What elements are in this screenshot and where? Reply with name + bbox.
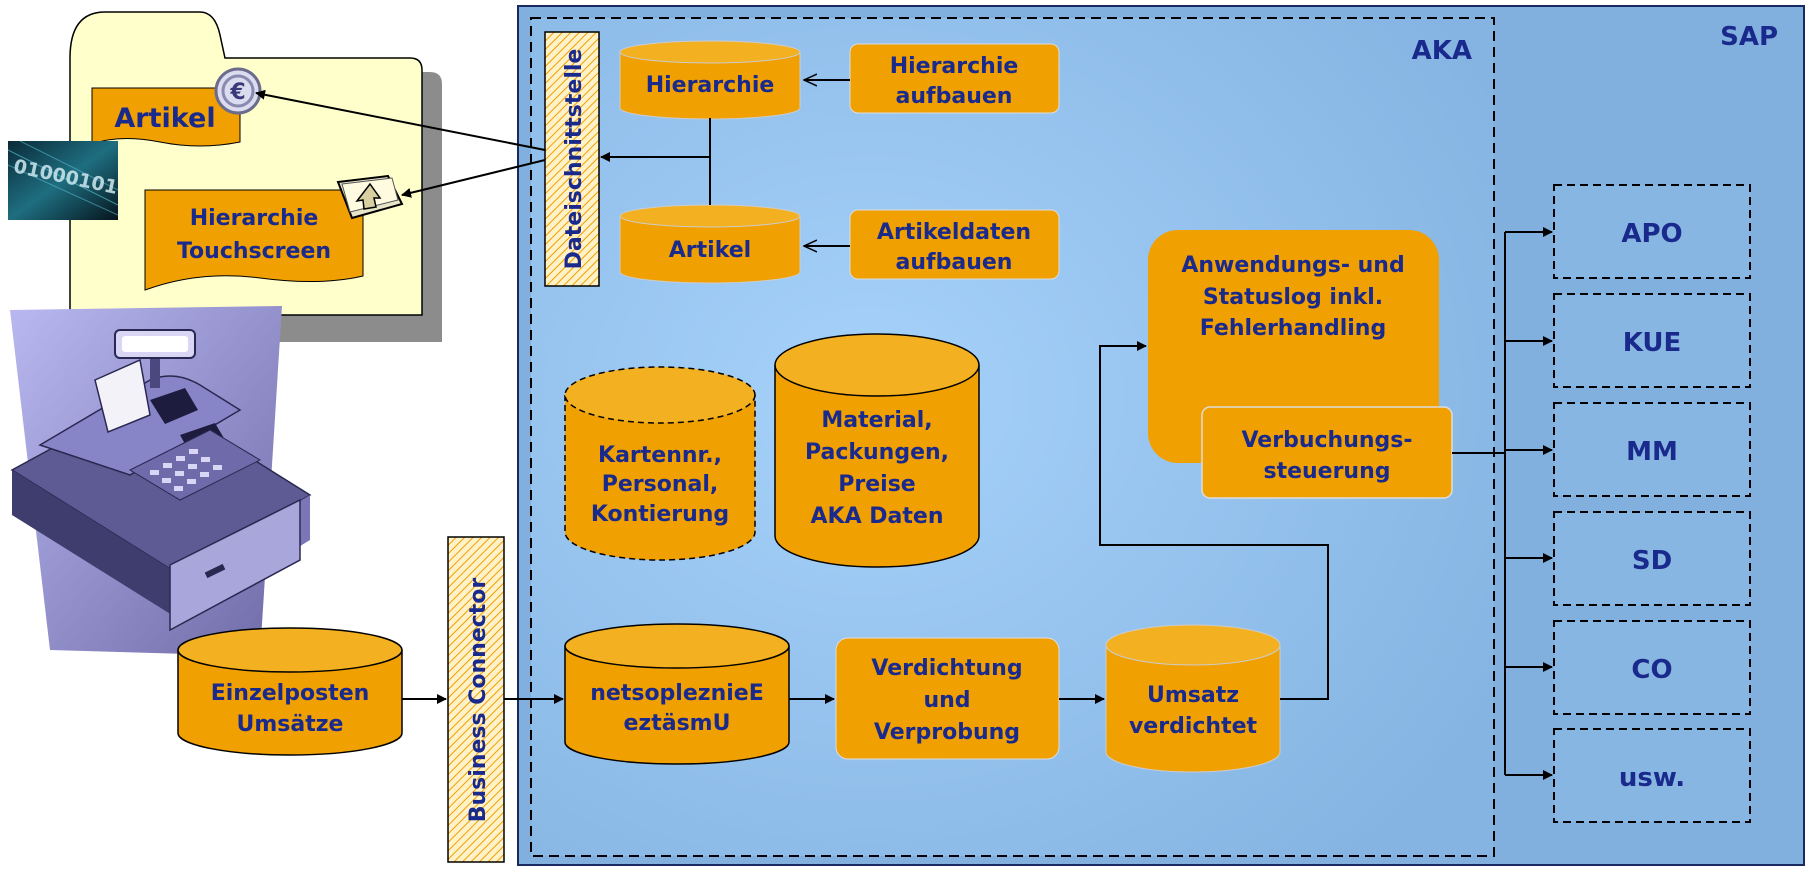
einzelposten-umsaetze-store: Einzelposten Umsätze <box>177 627 403 756</box>
material-store: Material, Packungen, Preise AKA Daten <box>774 333 980 568</box>
target-usw-label: usw. <box>1619 763 1685 793</box>
arrow-to-hierarchie <box>401 159 546 198</box>
artikel-card-label: Artikel <box>114 103 215 134</box>
verbuchung-line-2: steuerung <box>1263 459 1390 484</box>
artikel-card: Artikel <box>91 87 241 147</box>
einzelposten-umsaetze-line-2: Umsätze <box>237 712 344 737</box>
target-mm-label: MM <box>1626 437 1678 467</box>
kartennr-store: Kartennr., Personal, Kontierung <box>564 366 756 561</box>
kartennr-line-2: Personal, <box>602 472 719 497</box>
anwendungslog-line-1: Anwendungs- und <box>1181 253 1404 278</box>
dateischnittstelle-bar: Dateischnittstelle <box>544 31 600 287</box>
target-sd: SD <box>1553 511 1751 606</box>
svg-text:€: € <box>229 80 245 105</box>
target-kue: KUE <box>1553 293 1751 388</box>
anwendungslog-line-3: Fehlerhandling <box>1200 316 1386 341</box>
verdichtung-process: Verdichtung und Verprobung <box>835 637 1060 760</box>
artikel-store: Artikel <box>619 204 801 284</box>
kartennr-line-3: Kontierung <box>591 502 729 527</box>
anwendungslog-line-2: Statuslog inkl. <box>1203 285 1383 310</box>
hierarchie-touchscreen-card: Hierarchie Touchscreen <box>144 189 364 291</box>
target-co-label: CO <box>1631 655 1672 685</box>
material-line-4: AKA Daten <box>811 504 944 529</box>
hierarchie-store-label: Hierarchie <box>646 73 775 98</box>
target-kue-label: KUE <box>1623 328 1682 358</box>
business-connector-bar: Business Connector <box>447 536 505 863</box>
umsatz-verdichtet-store: Umsatz verdichtet <box>1105 624 1281 773</box>
target-usw: usw. <box>1553 728 1751 823</box>
hierarchie-aufbauen-line-1: Hierarchie <box>890 54 1019 79</box>
umsatz-verdichtet-line-2: verdichtet <box>1129 714 1258 739</box>
hierarchie-line-1: Hierarchie <box>190 206 319 231</box>
verdichtung-line-2: und <box>923 688 970 713</box>
aka-label: AKA <box>1412 36 1472 66</box>
kartennr-line-1: Kartennr., <box>598 443 722 468</box>
artikeldaten-aufbauen-line-1: Artikeldaten <box>877 220 1031 245</box>
material-line-2: Packungen, <box>805 440 949 465</box>
arrow-to-artikel <box>255 89 546 151</box>
sap-label: SAP <box>1720 22 1778 52</box>
material-line-3: Preise <box>838 472 915 497</box>
hierarchie-line-2: Touchscreen <box>177 239 331 264</box>
euro-icon: € <box>214 67 262 115</box>
anwendungslog-process: Anwendungs- und Statuslog inkl. Fehlerha… <box>1148 230 1439 463</box>
einzelposten-mirrored-store: netsopleznieE eztäsmU <box>564 623 790 765</box>
target-mm: MM <box>1553 402 1751 497</box>
artikeldaten-aufbauen-process: Artikeldaten aufbauen <box>849 209 1060 280</box>
cash-register-icon <box>10 306 312 656</box>
target-sd-label: SD <box>1632 546 1672 576</box>
verbuchung-line-1: Verbuchungs- <box>1241 428 1412 453</box>
binary-data-image: 01000101 <box>7 140 120 220</box>
target-apo: APO <box>1553 184 1751 279</box>
arrow-to-anwendungslog <box>1099 341 1329 700</box>
verbuchung-process: Verbuchungs- steuerung <box>1201 406 1453 499</box>
einzelposten-mirrored-line-1: netsopleznieE <box>590 681 763 706</box>
target-apo-label: APO <box>1621 219 1682 249</box>
hierarchie-store: Hierarchie <box>619 40 801 120</box>
target-co: CO <box>1553 620 1751 715</box>
material-line-1: Material, <box>821 408 932 433</box>
verdichtung-line-1: Verdichtung <box>871 656 1022 681</box>
hierarchie-aufbauen-line-2: aufbauen <box>896 84 1013 109</box>
envelope-upload-icon <box>336 174 404 220</box>
dateischnittstelle-label: Dateischnittstelle <box>562 49 587 270</box>
business-connector-label: Business Connector <box>466 578 491 823</box>
verdichtung-line-3: Verprobung <box>874 720 1020 745</box>
einzelposten-mirrored-line-2: eztäsmU <box>624 711 731 736</box>
umsatz-verdichtet-line-1: Umsatz <box>1147 683 1239 708</box>
connectors <box>255 80 1553 780</box>
einzelposten-umsaetze-line-1: Einzelposten <box>211 681 370 706</box>
artikeldaten-aufbauen-line-2: aufbauen <box>896 250 1013 275</box>
hierarchie-aufbauen-process: Hierarchie aufbauen <box>849 43 1060 114</box>
artikel-store-label: Artikel <box>669 238 751 263</box>
